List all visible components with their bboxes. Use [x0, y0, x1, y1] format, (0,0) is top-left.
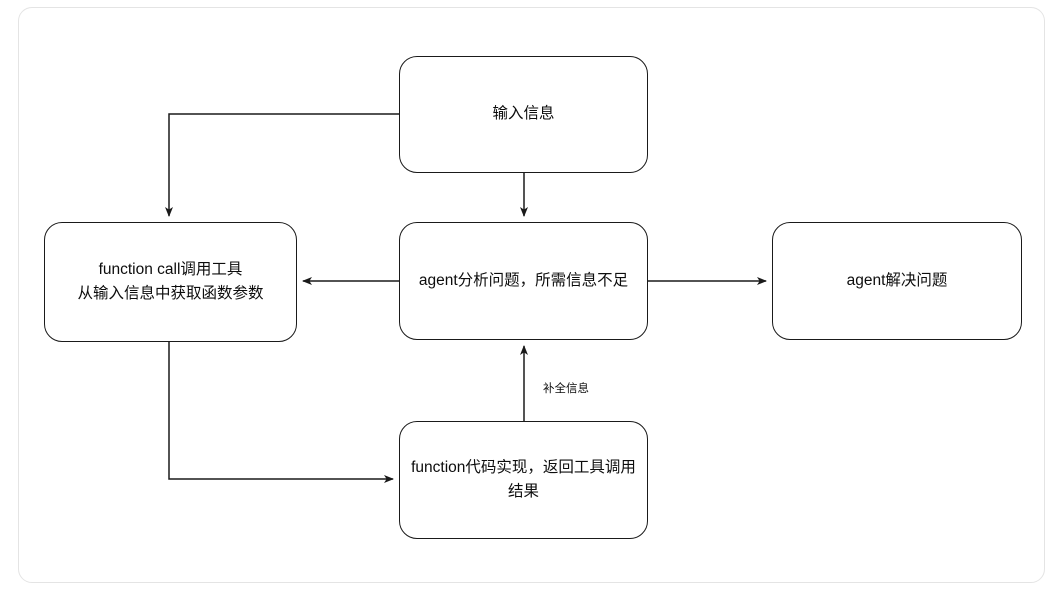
node-input-info-label: 输入信息: [492, 105, 555, 123]
node-function-call[interactable]: function call调用工具 从输入信息中获取函数参数: [44, 222, 297, 342]
node-agent-solve-label: agent解决问题: [846, 271, 948, 289]
node-function-call-label: function call调用工具 从输入信息中获取函数参数: [77, 260, 264, 302]
node-input-info[interactable]: 输入信息: [399, 56, 648, 173]
edge-input-to-funccall: [165, 113, 399, 217]
node-function-implementation-label: function代码实现，返回工具调用结果: [411, 458, 636, 500]
node-agent-solve[interactable]: agent解决问题: [772, 222, 1022, 340]
node-function-implementation[interactable]: function代码实现，返回工具调用结果: [399, 421, 648, 539]
edge-label-supplement-info: 补全信息: [541, 383, 591, 397]
node-agent-analyze-label: agent分析问题，所需信息不足: [418, 271, 629, 289]
edge-funccall-to-funcimpl: [168, 342, 394, 483]
node-agent-analyze[interactable]: agent分析问题，所需信息不足: [399, 222, 648, 340]
